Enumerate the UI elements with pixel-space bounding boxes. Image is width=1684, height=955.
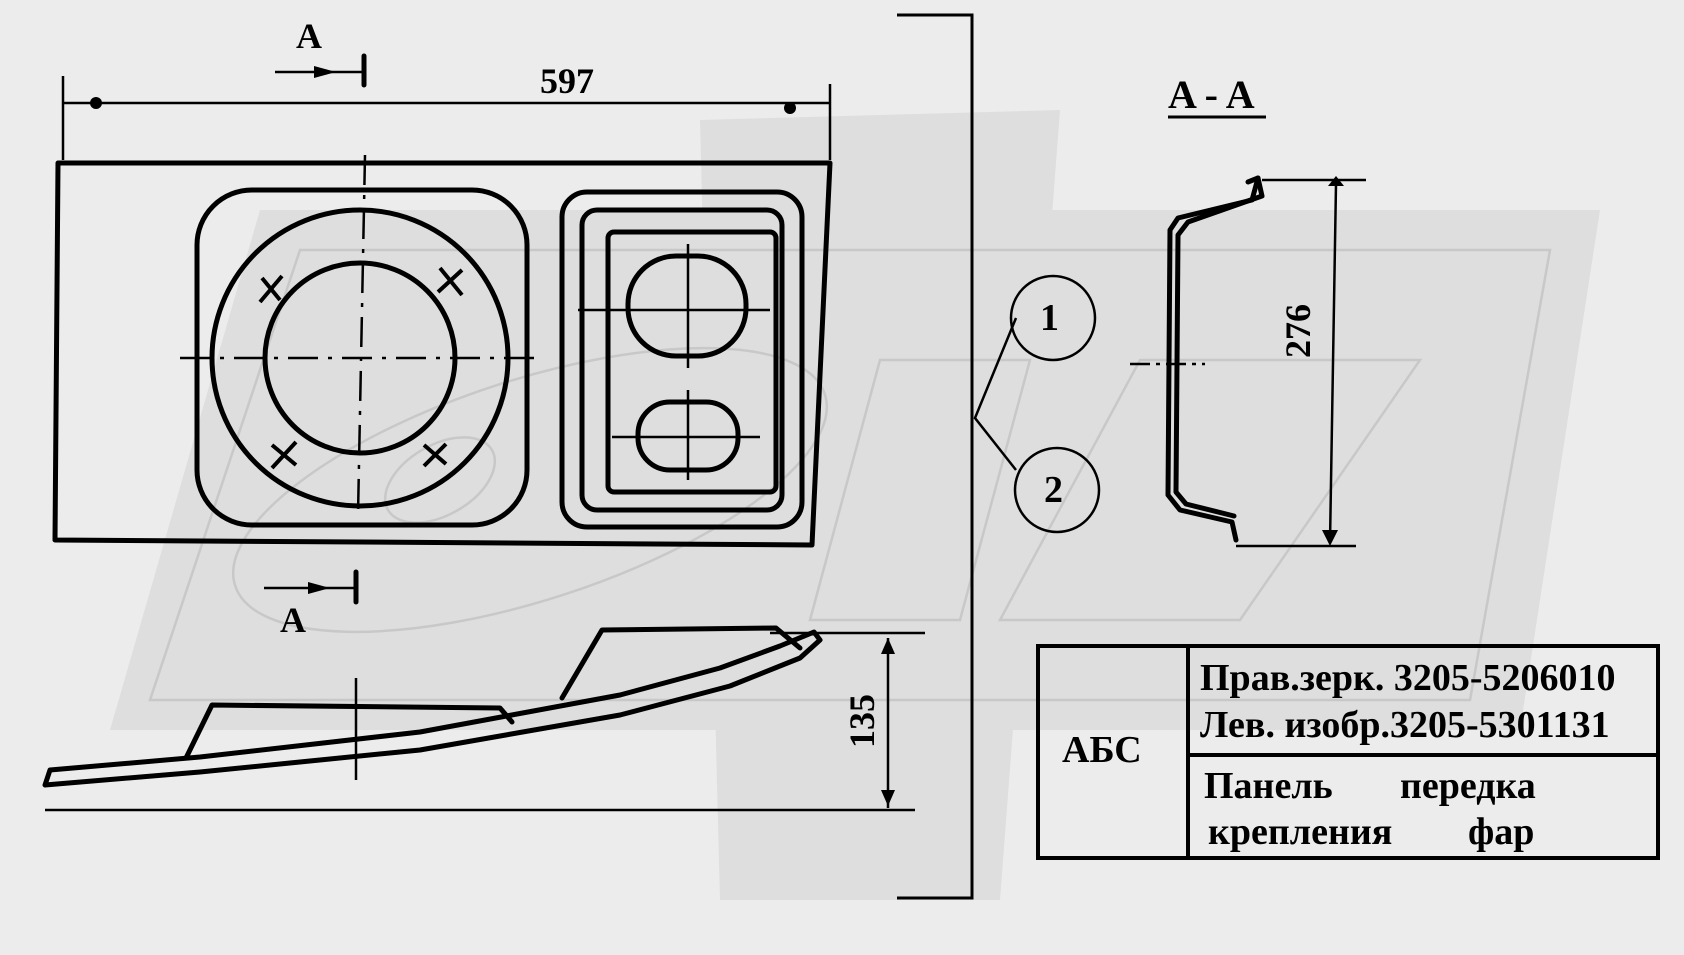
panel-outline bbox=[52, 160, 833, 548]
width-dimension-label: 597 bbox=[540, 61, 594, 101]
depth-dimension-label: 135 bbox=[842, 694, 882, 748]
title-block-code: АБС bbox=[1062, 729, 1142, 771]
watermark bbox=[110, 110, 1600, 900]
section-cut-top bbox=[275, 53, 367, 88]
plan-view bbox=[42, 625, 925, 812]
section-profile bbox=[1130, 175, 1366, 548]
section-cut-bottom bbox=[264, 569, 359, 605]
section-height-label: 276 bbox=[1278, 304, 1318, 358]
part-number-left: Лев. изобр.3205-5301131 bbox=[1200, 704, 1610, 746]
part-name-word-4: фар bbox=[1468, 811, 1535, 853]
width-dimension bbox=[61, 76, 832, 160]
callout-leaders bbox=[973, 274, 1101, 534]
section-title: A - A bbox=[1168, 72, 1255, 117]
part-name-word-1: Панель bbox=[1204, 765, 1333, 807]
part-name-word-3: крепления bbox=[1208, 811, 1393, 853]
view-frame-bracket bbox=[897, 13, 974, 900]
section-mark-bottom: A bbox=[280, 600, 306, 640]
part-number-right: Прав.зерк. 3205-5206010 bbox=[1200, 657, 1616, 699]
title-block bbox=[1036, 644, 1660, 860]
section-mark-top: A bbox=[296, 16, 322, 56]
callout-2: 2 bbox=[1044, 469, 1063, 511]
callout-1: 1 bbox=[1040, 297, 1059, 339]
right-lamp-block bbox=[559, 189, 805, 530]
part-name-word-2: передка bbox=[1400, 765, 1536, 807]
left-headlamp bbox=[180, 154, 540, 528]
